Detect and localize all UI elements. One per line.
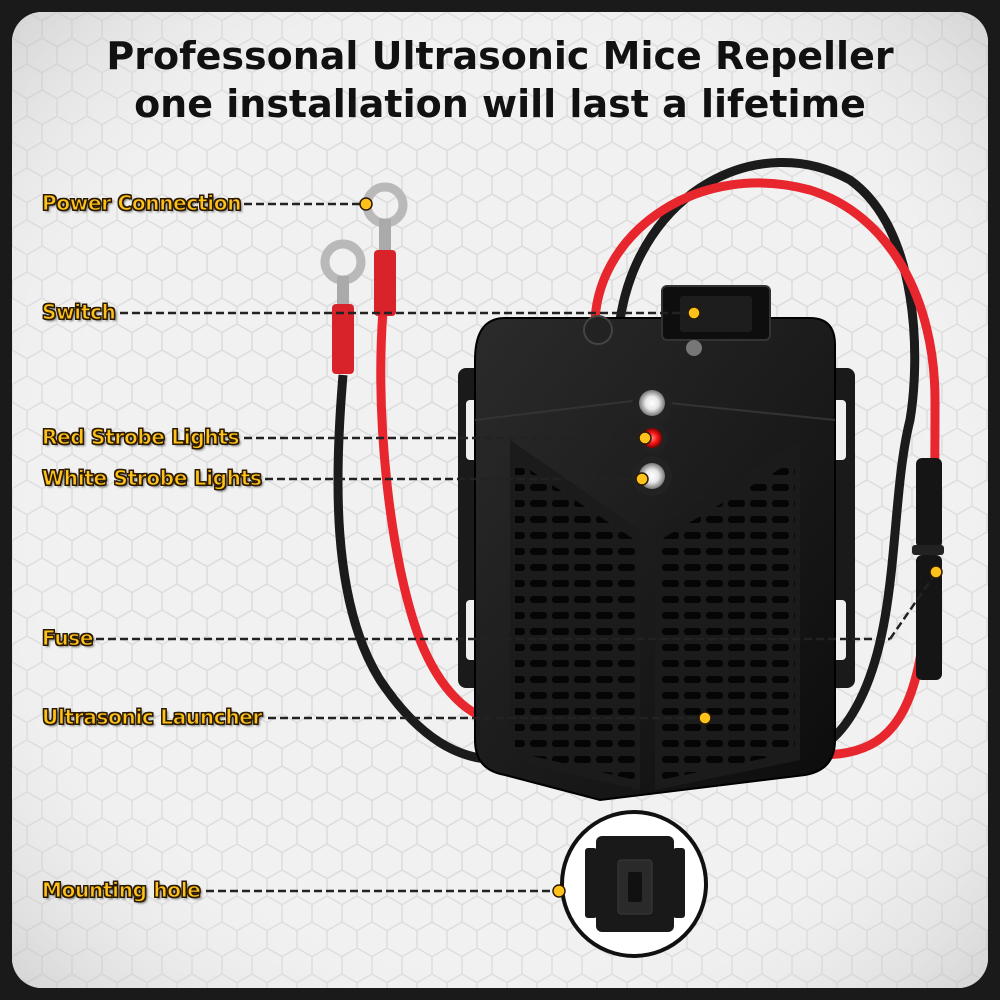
fuse-holder: [912, 458, 944, 680]
label-power-connection: Power Connection: [41, 191, 242, 216]
ring-terminal-black: [320, 239, 366, 374]
label-white-strobe-lights: White Strobe Lights: [42, 466, 263, 491]
led-cluster: [632, 385, 672, 496]
rocker-switch: [583, 285, 771, 356]
device-body: [474, 317, 836, 802]
leader-lines: [96, 202, 937, 893]
label-mounting-hole: Mounting hole: [42, 878, 202, 903]
mounting-hole-inset: [560, 810, 708, 958]
label-red-strobe-lights: Red Strobe Lights: [41, 425, 240, 450]
label-fuse: Fuse: [41, 626, 94, 651]
headline: Professonal Ultrasonic Mice Repeller one…: [12, 32, 988, 128]
leader-endpoints: [359, 197, 943, 898]
label-ultrasonic-launcher: Ultrasonic Launcher: [41, 705, 263, 730]
headline-line-2: one installation will last a lifetime: [134, 82, 866, 126]
headline-line-1: Professonal Ultrasonic Mice Repeller: [106, 34, 894, 78]
label-switch: Switch: [42, 300, 117, 325]
ring-terminal-red: [362, 182, 408, 316]
black-wire: [333, 158, 920, 765]
red-wire: [376, 178, 940, 760]
